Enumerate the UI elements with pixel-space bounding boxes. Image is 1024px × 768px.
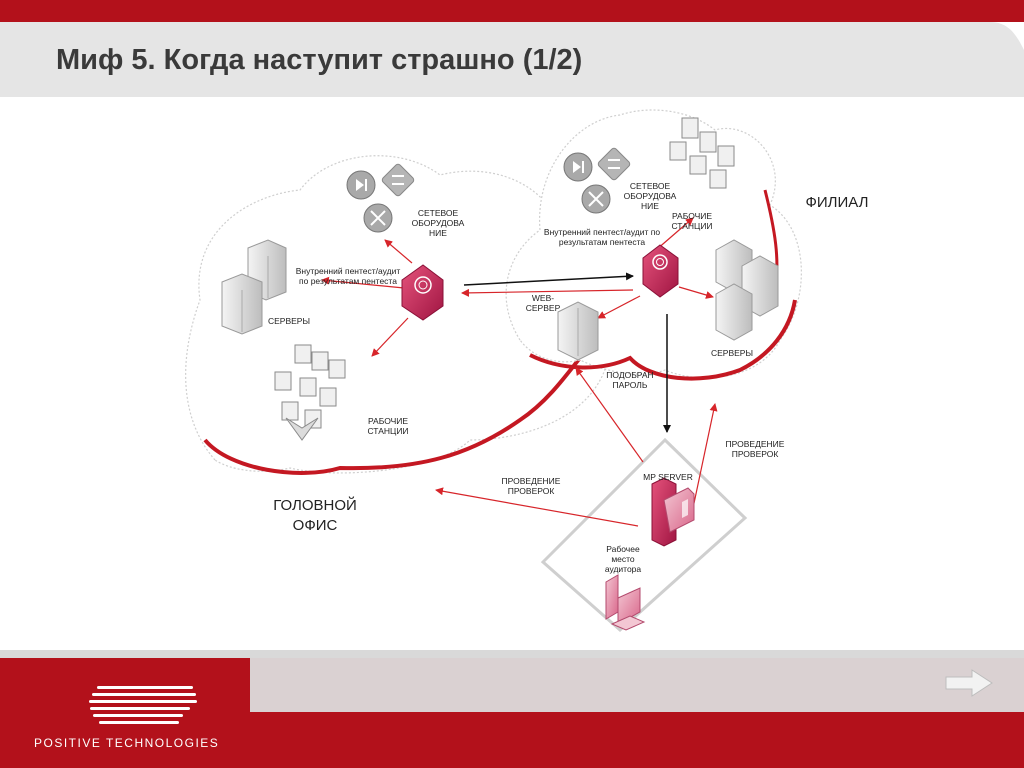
arrow-right-icon[interactable] (944, 668, 994, 698)
footer-gray-swoosh (250, 658, 1024, 712)
mp-server-label: MP SERVER (643, 472, 693, 482)
web-server-label: WEB-СЕРВЕР (525, 293, 561, 313)
branch-workstations-icon (669, 117, 735, 189)
branch-servers-label: СЕРВЕРЫ (710, 348, 753, 358)
head-workstations-icon (274, 344, 346, 441)
branch-network-equipment-icon (563, 147, 631, 214)
brand-name: POSITIVE TECHNOLOGIES (34, 736, 220, 750)
head-network-equipment-icon (346, 163, 415, 233)
arrow-to-head-workstations (371, 317, 409, 357)
head-pentest-device-icon (401, 264, 444, 321)
header-gray-band (0, 22, 1024, 97)
head-servers-label: СЕРВЕРЫ (267, 316, 310, 326)
stripes-logo-icon (89, 686, 197, 724)
arrow-to-head-network (384, 239, 413, 264)
header-top-band (0, 0, 1024, 22)
head-office-cloud (185, 155, 625, 475)
arrow-to-head-servers (321, 276, 405, 289)
arrow-to-branch-servers (678, 286, 714, 299)
web-server-icon (557, 301, 599, 361)
head-servers-icon (221, 239, 287, 335)
arrow-to-web-server (597, 295, 641, 319)
arrow-branch-to-head (461, 288, 634, 297)
arrow-to-branch-workstations (655, 217, 694, 251)
branch-name: ФИЛИАЛ (805, 194, 869, 211)
arrow-mp-to-head-office (435, 487, 639, 527)
mp-zone-diamond (540, 437, 748, 633)
branch-pentest-device-icon (642, 244, 679, 298)
arrow-mp-to-branch (692, 403, 718, 509)
arrow-mp-to-web-server (575, 367, 644, 463)
mp-server-icon (651, 477, 695, 547)
auditor-workstation-icon (605, 574, 646, 631)
arrow-head-to-branch (463, 272, 634, 286)
branch-servers-icon (715, 239, 779, 341)
page-title: Миф 5. Когда наступит страшно (1/2) (56, 44, 583, 76)
